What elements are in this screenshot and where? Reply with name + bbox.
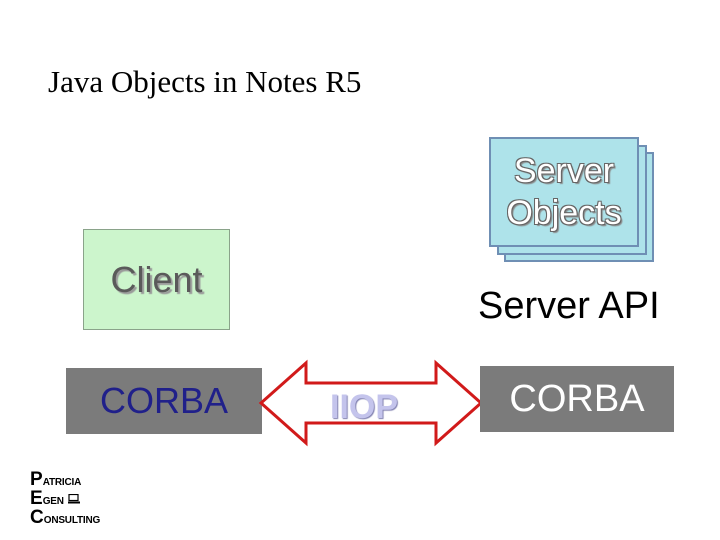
computer-icon bbox=[68, 493, 81, 504]
logo-line-egen: EGEN bbox=[30, 489, 110, 508]
server-objects-label-line2: Objects bbox=[506, 194, 622, 232]
logo-line-consulting: CONSULTING bbox=[30, 507, 101, 528]
client-label: Client bbox=[110, 258, 203, 300]
corba-right-label: CORBA bbox=[509, 377, 645, 420]
server-objects-box: Server Objects bbox=[489, 137, 639, 247]
server-objects-label: Server Objects bbox=[506, 150, 621, 234]
patricia-egen-consulting-logo: PATRICIA EGEN CONSULTING bbox=[30, 469, 110, 527]
client-box: Client bbox=[83, 229, 230, 330]
server-objects-label-line1: Server bbox=[513, 152, 615, 190]
logo-line-patricia: PATRICIA bbox=[30, 469, 82, 490]
corba-left-box: CORBA bbox=[66, 368, 262, 434]
corba-right-box: CORBA bbox=[480, 366, 674, 432]
iiop-label: IIOP bbox=[330, 388, 399, 426]
corba-left-label: CORBA bbox=[99, 380, 229, 421]
slide-title: Java Objects in Notes R5 bbox=[48, 64, 362, 99]
server-api-label: Server API bbox=[478, 285, 660, 327]
